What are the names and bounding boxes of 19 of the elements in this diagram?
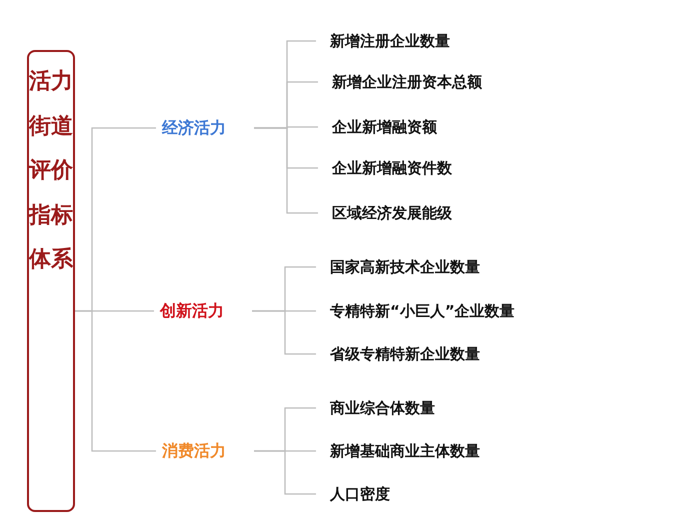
- indicator-label: 新增基础商业主体数量: [330, 440, 480, 462]
- connector-line: [254, 450, 316, 495]
- indicator-label: 国家高新技术企业数量: [330, 256, 480, 278]
- indicator-label: 新增企业注册资本总额: [332, 71, 482, 93]
- indicator-label: 区域经济发展能级: [332, 202, 452, 224]
- category-label: 消费活力: [162, 440, 242, 462]
- indicator-label: 专精特新“小巨人”企业数量: [330, 300, 515, 322]
- connector-line: [75, 310, 156, 452]
- connector-line: [252, 310, 316, 355]
- indicator-label: 企业新增融资额: [332, 116, 437, 138]
- indicator-label: 人口密度: [330, 483, 390, 505]
- indicator-label: 省级专精特新企业数量: [330, 343, 480, 365]
- title-box: 活力街道评价指标体系: [27, 50, 75, 512]
- connector-line: [254, 127, 318, 214]
- category-label: 经济活力: [162, 117, 242, 139]
- indicator-label: 商业综合体数量: [330, 397, 435, 419]
- indicator-label: 新增注册企业数量: [330, 30, 450, 52]
- indicator-label: 企业新增融资件数: [332, 157, 452, 179]
- category-label: 创新活力: [160, 300, 240, 322]
